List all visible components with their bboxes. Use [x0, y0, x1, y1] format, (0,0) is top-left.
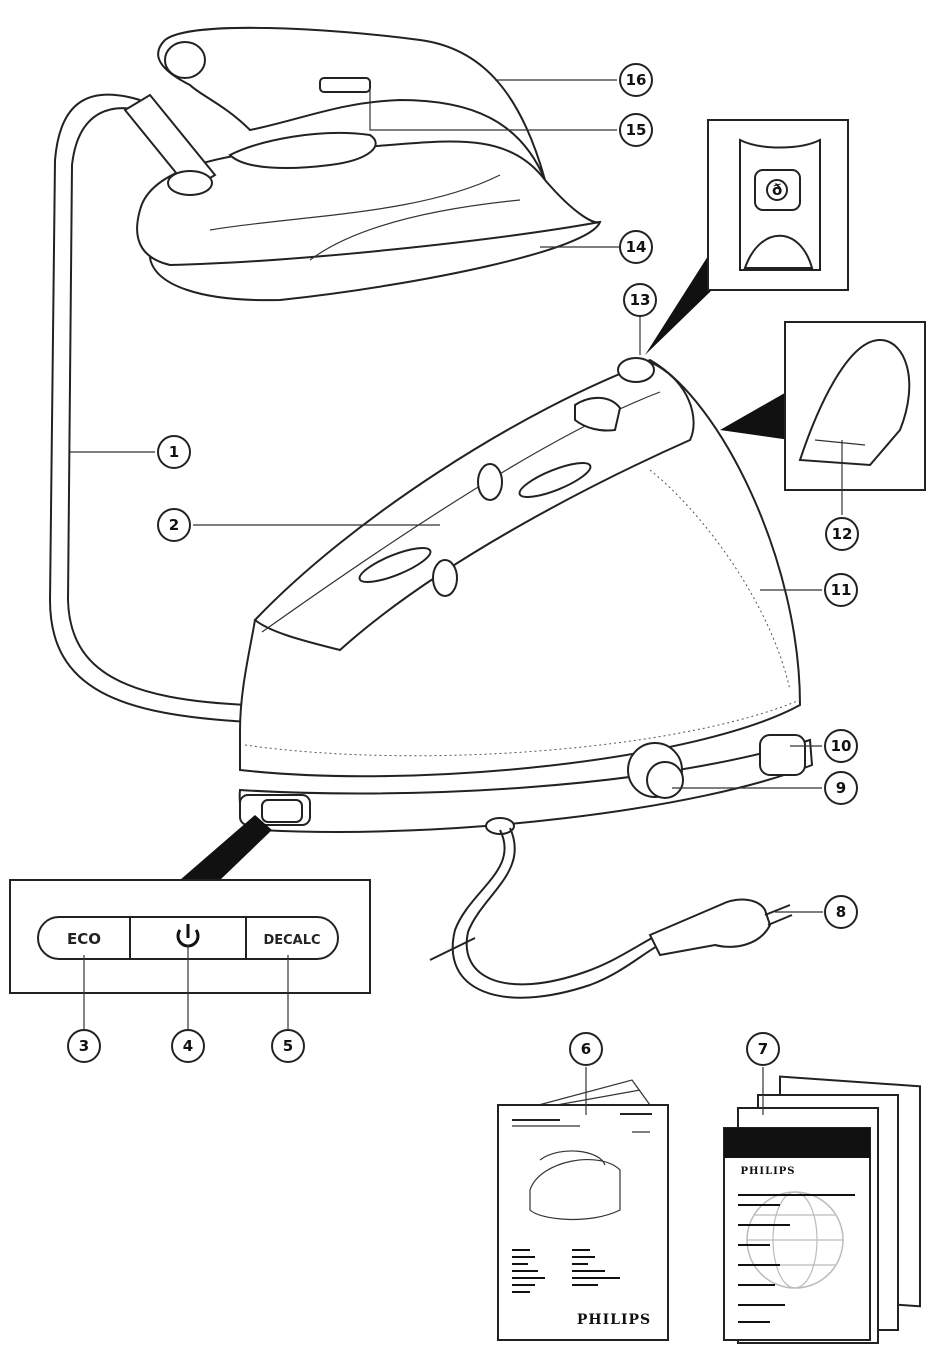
inset-lock-detail: ð: [645, 119, 849, 355]
callout-14: 14: [619, 230, 653, 264]
user-manual: PHILIPS: [497, 1079, 669, 1341]
callout-2: 2: [157, 508, 191, 542]
callout-8: 8: [824, 895, 858, 929]
callout-9-label: 9: [836, 779, 846, 797]
iron-handle: [157, 26, 546, 181]
power-cord: [429, 827, 793, 999]
callout-15-label: 15: [626, 121, 647, 139]
iron: [123, 26, 602, 302]
callout-2-label: 2: [169, 516, 179, 534]
callout-8-label: 8: [836, 903, 846, 921]
callout-7: 7: [746, 1032, 780, 1066]
callout-13: 13: [623, 283, 657, 317]
callout-10: 10: [824, 729, 858, 763]
svg-text:ð: ð: [772, 181, 782, 199]
control-panel-inset: ECO DECALC: [9, 815, 371, 994]
supply-hose: [48, 93, 251, 723]
callout-1: 1: [157, 435, 191, 469]
callout-15: 15: [619, 113, 653, 147]
callout-12-label: 12: [832, 525, 853, 543]
guide-brand: PHILIPS: [740, 1166, 795, 1177]
callout-3: 3: [67, 1029, 101, 1063]
callout-9: 9: [824, 771, 858, 805]
carry-lock-button: [617, 357, 655, 383]
callout-14-label: 14: [626, 238, 647, 256]
callout-1-label: 1: [169, 443, 179, 461]
callout-12: 12: [825, 517, 859, 551]
base-handle: [759, 734, 806, 776]
callout-6-label: 6: [581, 1040, 591, 1058]
callout-6: 6: [569, 1032, 603, 1066]
leader-lines: [70, 79, 843, 1115]
callout-4-label: 4: [183, 1037, 193, 1055]
callout-10-label: 10: [831, 737, 852, 755]
steam-generator-base: [238, 357, 814, 835]
decalc-button[interactable]: DECALC: [263, 933, 320, 948]
callout-5-label: 5: [283, 1037, 293, 1055]
mains-plug: [648, 898, 772, 957]
callout-5: 5: [271, 1029, 305, 1063]
inset-tank-handle-detail: [720, 321, 926, 491]
callout-16-label: 16: [626, 71, 647, 89]
callout-13-label: 13: [630, 291, 651, 309]
eco-button[interactable]: ECO: [67, 930, 101, 948]
callout-7-label: 7: [758, 1040, 768, 1058]
callout-4: 4: [171, 1029, 205, 1063]
callout-16: 16: [619, 63, 653, 97]
callout-11: 11: [824, 573, 858, 607]
callout-3-label: 3: [79, 1037, 89, 1055]
callout-11-label: 11: [831, 581, 852, 599]
manual-brand: PHILIPS: [577, 1312, 651, 1328]
worldwide-guide: PHILIPS: [723, 1075, 921, 1344]
eco-label: ECO: [67, 930, 101, 948]
decalc-label: DECALC: [263, 933, 320, 948]
steam-trigger: [319, 77, 371, 93]
